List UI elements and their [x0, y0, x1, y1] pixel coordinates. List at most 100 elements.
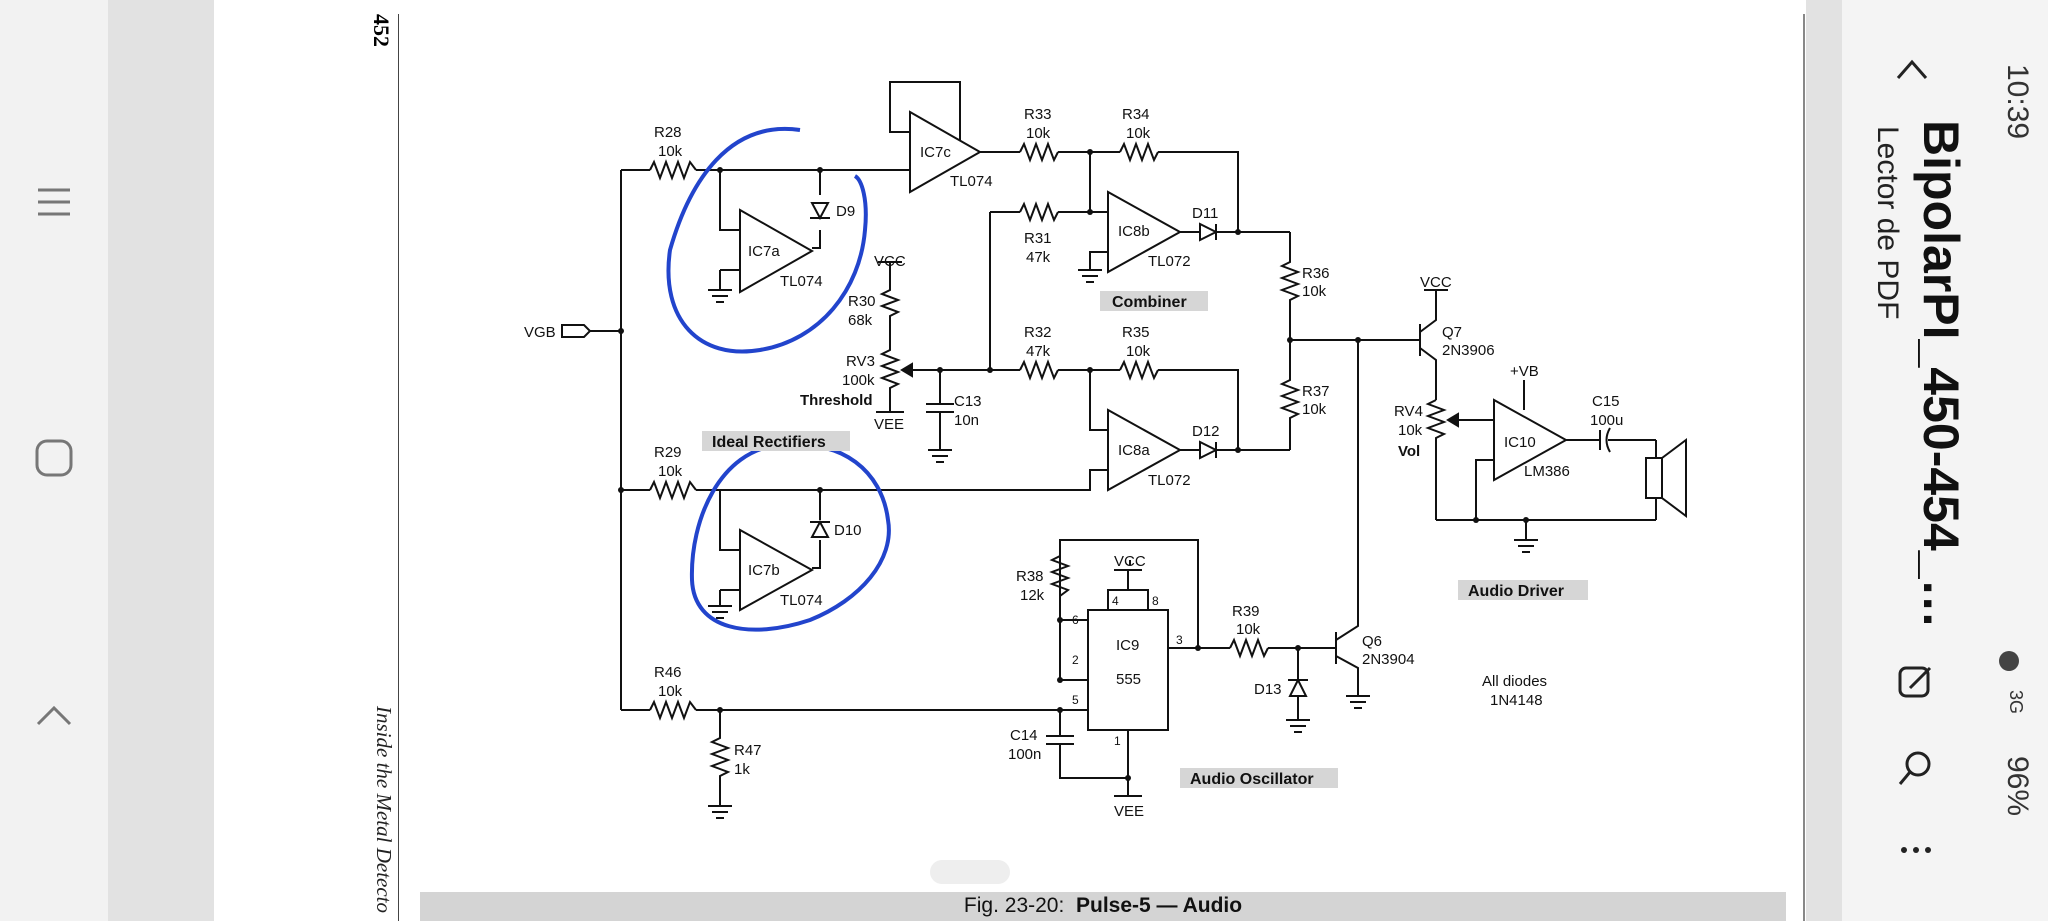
vee-label-1: VEE [874, 416, 904, 433]
vee-label-2: VEE [1114, 803, 1144, 820]
r36-value: 10k [1302, 283, 1327, 300]
audio-driver-label: Audio Driver [1468, 583, 1564, 600]
q6-ref: Q6 [1362, 633, 1382, 650]
d10-label: D10 [834, 522, 862, 539]
r39-value: 10k [1236, 621, 1261, 638]
r37-value: 10k [1302, 401, 1327, 418]
r38-value: 12k [1020, 587, 1045, 604]
viewer-margin-left [108, 0, 214, 921]
page-rule-right [1803, 14, 1805, 921]
more-vertical-icon [1901, 847, 1931, 853]
q6-part: 2N3904 [1362, 651, 1415, 668]
more-options-button[interactable] [1888, 822, 1944, 878]
back-button[interactable] [22, 684, 86, 748]
pin-8: 8 [1152, 594, 1159, 608]
r37-ref: R37 [1302, 383, 1330, 400]
r35-value: 10k [1126, 343, 1151, 360]
recent-apps-button[interactable] [22, 170, 86, 234]
q7-ref: Q7 [1442, 324, 1462, 341]
home-icon [35, 439, 73, 477]
ideal-rectifiers-label: Ideal Rectifiers [712, 434, 826, 451]
caption-title: Pulse-5 — Audio [1075, 894, 1243, 917]
ic8b-part: TL072 [1148, 253, 1191, 270]
r32-ref: R32 [1024, 324, 1052, 341]
rv3-value: 100k [842, 372, 875, 389]
search-icon [1898, 751, 1931, 785]
ic7a-ref: IC7a [748, 243, 780, 260]
status-time: 10:39 [2001, 64, 2034, 140]
r36-ref: R36 [1302, 265, 1330, 282]
threshold-label: Threshold [800, 392, 873, 409]
caption-prefix: Fig. 23-20: [963, 894, 1065, 917]
note-line-2: 1N4148 [1490, 692, 1543, 709]
back-nav-button[interactable] [1884, 40, 1940, 96]
rv4-ref: RV4 [1394, 403, 1423, 420]
r33-value: 10k [1026, 125, 1051, 142]
figure-caption: Fig. 23-20: Pulse-5 — Audio [420, 894, 1786, 918]
r39-ref: R39 [1232, 603, 1260, 620]
c14-ref: C14 [1010, 727, 1038, 744]
ic7c-part: TL074 [950, 173, 993, 190]
r33-ref: R33 [1024, 106, 1052, 123]
pin-3: 3 [1176, 633, 1183, 647]
r31-ref: R31 [1024, 230, 1052, 247]
search-button[interactable] [1888, 740, 1944, 796]
r38-ref: R38 [1016, 568, 1044, 585]
r32-value: 47k [1026, 343, 1051, 360]
r34-value: 10k [1126, 125, 1151, 142]
edit-button[interactable] [1888, 654, 1944, 710]
pin-6: 6 [1072, 613, 1079, 627]
c13-ref: C13 [954, 393, 982, 410]
combiner-label: Combiner [1112, 294, 1187, 311]
c15-ref: C15 [1592, 393, 1620, 410]
document-title: BipolarPI_450-454_… [1913, 120, 1969, 629]
rv4-value: 10k [1398, 422, 1423, 439]
r29-value: 10k [658, 463, 683, 480]
q7-part: 2N3906 [1442, 342, 1495, 359]
ic8a-ref: IC8a [1118, 442, 1150, 459]
edit-pencil-icon [1898, 666, 1932, 698]
ic8b-ref: IC8b [1118, 223, 1150, 240]
page-rule-left [398, 14, 399, 921]
ic7c-ref: IC7c [920, 144, 951, 161]
r46-ref: R46 [654, 664, 682, 681]
back-chevron-icon [36, 705, 72, 726]
r47-ref: R47 [734, 742, 762, 759]
page-scroll-handle[interactable] [930, 860, 1010, 884]
system-nav-bar [0, 0, 108, 921]
pin-1: 1 [1114, 734, 1121, 748]
app-toolbar: BipolarPI_450-454_… Lector de PDF [1842, 0, 2048, 921]
r28-value: 10k [658, 143, 683, 160]
r30-value: 68k [848, 312, 873, 329]
figure-caption-bar: Fig. 23-20: Pulse-5 — Audio [420, 892, 1786, 921]
vb-label: +VB [1510, 363, 1539, 380]
vgb-label: VGB [524, 324, 556, 341]
vcc-label-1: VCC [874, 253, 906, 270]
alarm-icon [1999, 651, 2019, 671]
d11-label: D11 [1192, 205, 1218, 222]
ic7a-part: TL074 [780, 273, 823, 290]
r28-ref: R28 [654, 124, 682, 141]
d12-label: D12 [1192, 423, 1220, 440]
ic7b-ref: IC7b [748, 562, 780, 579]
pdf-page [214, 0, 1806, 921]
d13-label: D13 [1254, 681, 1282, 698]
ic10-part: LM386 [1524, 463, 1570, 480]
pin-4: 4 [1112, 594, 1119, 608]
ic7b-part: TL074 [780, 592, 823, 609]
ic10-ref: IC10 [1504, 434, 1536, 451]
vcc-label-2: VCC [1420, 274, 1452, 291]
home-button[interactable] [22, 426, 86, 490]
r47-value: 1k [734, 761, 750, 778]
r35-ref: R35 [1122, 324, 1150, 341]
recent-apps-icon [38, 188, 70, 216]
pin-2: 2 [1072, 653, 1079, 667]
vol-label: Vol [1398, 443, 1420, 460]
audio-oscillator-label: Audio Oscillator [1190, 771, 1314, 788]
r46-value: 10k [658, 683, 683, 700]
r30-ref: R30 [848, 293, 876, 310]
d9-label: D9 [836, 203, 855, 220]
chevron-up-icon [1896, 59, 1928, 79]
c15-value: 100u [1590, 412, 1623, 429]
